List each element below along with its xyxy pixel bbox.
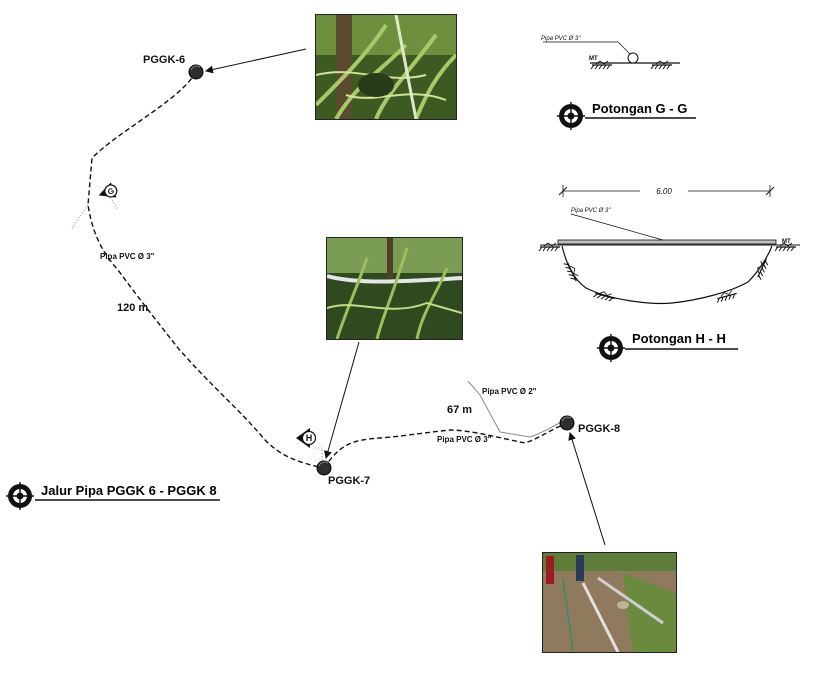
label-pggk8: PGGK-8 (578, 423, 620, 435)
section-gg-pipe-label: Pipa PVC Ø 3" (541, 36, 581, 42)
node-pggk8[interactable] (559, 415, 575, 431)
section-gg-drawing: Pipa PVC Ø 3" MT (541, 36, 680, 70)
ground-hatch-icon (592, 288, 617, 304)
main-title-block: Jalur Pipa PGGK 6 - PGGK 8 (6, 482, 220, 510)
section-hh-pipe-label: Pipa PVC Ø 3" (571, 208, 611, 214)
label-distance-120: 120 m (117, 302, 148, 314)
section-gg-title-block: Potongan G - G (557, 101, 696, 130)
pipe-route-pggk6-pggk7 (87, 71, 325, 469)
section-target-icon (557, 102, 585, 130)
pipe-section-icon (627, 52, 639, 64)
section-marker-h[interactable]: H (296, 428, 317, 448)
label-pggk7: PGGK-7 (328, 475, 370, 487)
photo-pggk6-vegetation (315, 14, 457, 120)
ground-hatch-icon (650, 60, 673, 70)
photo-pggk7-pipe (326, 237, 463, 340)
svg-text:G: G (107, 186, 116, 197)
leader-arrow-photo3 (568, 432, 606, 546)
leader-arrow-photo2 (324, 341, 360, 459)
label-pipe-3in-upper: Pipa PVC Ø 3" (100, 252, 155, 261)
section-hh-width-dim: 6.00 (656, 187, 672, 196)
leader-arrow-photo1 (205, 48, 307, 74)
label-pipe-2in: Pipa PVC Ø 2" (482, 387, 537, 396)
label-pipe-3in-lower: Pipa PVC Ø 3" (437, 435, 492, 444)
section-gg-title: Potongan G - G (592, 101, 687, 116)
section-target-icon (597, 334, 625, 362)
pipe-route-pggk7-pggk8 (323, 422, 568, 469)
section-target-icon (6, 482, 34, 510)
section-marker-g[interactable]: G (96, 181, 119, 203)
label-pggk6: PGGK-6 (143, 54, 185, 66)
label-distance-67: 67 m (447, 404, 472, 416)
svg-text:H: H (306, 433, 313, 443)
node-pggk6[interactable] (188, 64, 204, 80)
ground-hatch-icon (753, 256, 771, 281)
ground-hatch-icon (590, 60, 613, 70)
section-hh-drawing: 6.00 Pipa PVC Ø 3" MT (538, 184, 800, 304)
pipe-beam (557, 239, 777, 245)
section-gg-ground-label: MT (589, 56, 598, 62)
ground-hatch-icon (774, 242, 797, 252)
section-hh-ground-label: MT (782, 239, 791, 245)
ground-hatch-icon (538, 242, 561, 252)
section-hh-title: Potongan H - H (632, 331, 726, 346)
photo-pggk8-trench (542, 552, 677, 653)
node-pggk7[interactable] (316, 460, 332, 476)
main-title: Jalur Pipa PGGK 6 - PGGK 8 (41, 483, 217, 498)
section-hh-title-block: Potongan H - H (597, 331, 738, 362)
